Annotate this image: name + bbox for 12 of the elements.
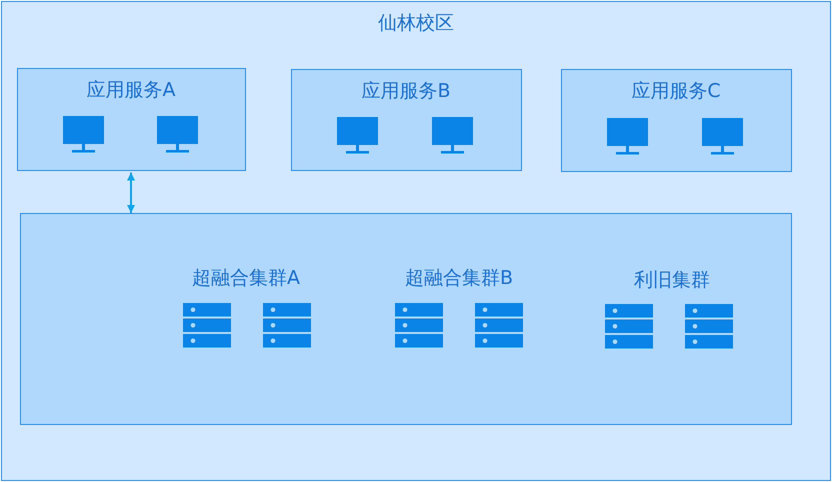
cluster-label: 超融合集群B	[405, 266, 514, 291]
service-title: 应用服务B	[360, 78, 452, 104]
cluster-label: 超融合集群A	[192, 266, 300, 291]
title: 仙林校区	[377, 11, 455, 36]
cluster-box	[20, 212, 792, 424]
service-title: 应用服务A	[86, 78, 176, 102]
service-title: 应用服务C	[630, 78, 722, 104]
service-box	[560, 68, 792, 172]
arrow	[127, 172, 135, 213]
service-box	[16, 68, 246, 170]
cluster-label: 利旧集群	[634, 268, 710, 293]
service-box	[290, 68, 522, 170]
